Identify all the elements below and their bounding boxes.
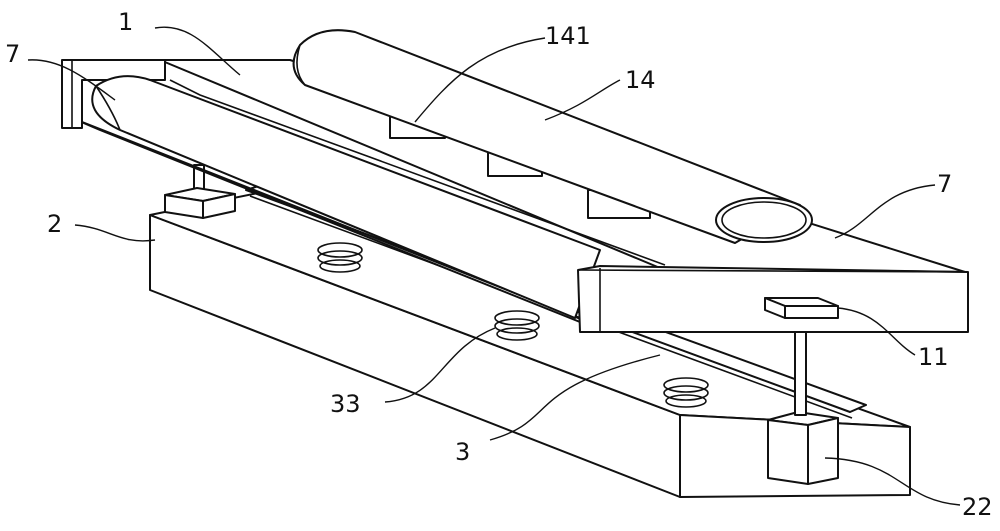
label-7-right: 7 <box>937 170 952 198</box>
leader-3 <box>489 354 661 441</box>
leader-2 <box>74 224 156 242</box>
left-roller <box>91 75 601 319</box>
label-3: 3 <box>455 438 470 466</box>
roller-end-arc <box>95 85 121 131</box>
block-22-front <box>767 419 809 485</box>
labels: 1 7 141 14 7 2 11 33 3 22 <box>5 8 993 521</box>
label-33: 33 <box>330 390 361 418</box>
leader-7b <box>834 184 936 239</box>
left-block-side <box>202 193 236 219</box>
pipe-opening <box>715 197 813 243</box>
leader-141 <box>414 37 546 123</box>
pipe-left-end <box>296 44 306 86</box>
pipe-assembly <box>292 29 813 244</box>
leader-7a <box>27 59 116 101</box>
label-14: 14 <box>625 66 656 94</box>
leader-11 <box>837 307 916 356</box>
spring-2 <box>494 310 540 341</box>
pipe-opening-inner <box>721 201 807 239</box>
label-1: 1 <box>118 8 133 36</box>
leader-14 <box>544 79 621 121</box>
label-2: 2 <box>47 210 62 238</box>
leader-lines <box>27 26 961 506</box>
bracket-side <box>784 305 839 319</box>
block-22-side <box>807 417 839 485</box>
roller-body <box>91 75 601 319</box>
label-11: 11 <box>918 343 949 371</box>
top-bracket-11 <box>764 297 839 319</box>
frame-channel-edge <box>169 79 666 266</box>
label-22: 22 <box>962 493 993 521</box>
springs <box>317 242 709 408</box>
lower-left-block <box>164 164 236 219</box>
spring-1 <box>317 242 363 273</box>
label-141: 141 <box>545 22 591 50</box>
leader-33 <box>384 327 496 403</box>
spring-3 <box>663 377 709 408</box>
leader-1 <box>154 26 241 76</box>
label-7-left: 7 <box>5 40 20 68</box>
lower-right-block <box>767 411 839 485</box>
leader-22 <box>824 457 961 506</box>
